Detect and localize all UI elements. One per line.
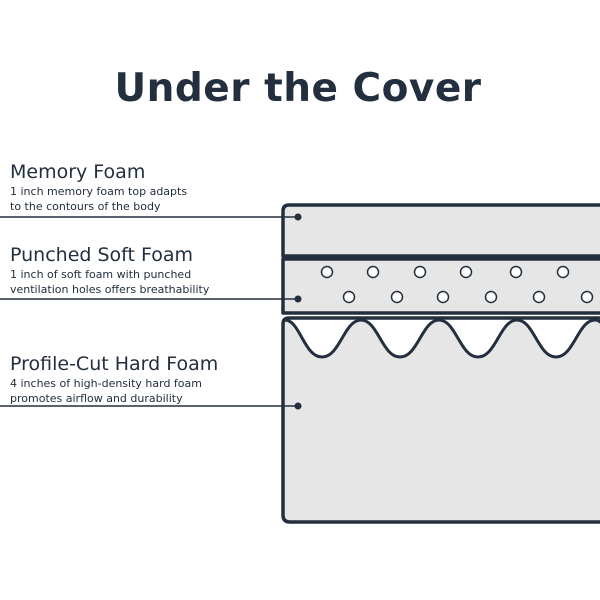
ventilation-holes bbox=[320, 265, 594, 304]
memory-foam-label: Memory Foam bbox=[10, 161, 146, 183]
ventilation-hole bbox=[390, 290, 404, 304]
ventilation-hole bbox=[459, 265, 473, 279]
ventilation-hole bbox=[556, 265, 570, 279]
ventilation-hole bbox=[366, 265, 380, 279]
memory-foam-layer bbox=[281, 203, 600, 258]
memory-foam-leader bbox=[0, 213, 302, 221]
profile-cut-hard-foam-description-line-2: promotes airflow and durability bbox=[10, 392, 183, 405]
ventilation-hole bbox=[484, 290, 498, 304]
punched-soft-foam-leader bbox=[0, 295, 302, 303]
punched-soft-foam-label: Punched Soft Foam bbox=[10, 244, 194, 266]
ventilation-hole bbox=[509, 265, 523, 279]
profile-cut-hard-foam-layer bbox=[281, 316, 600, 524]
ventilation-hole bbox=[532, 290, 546, 304]
ventilation-hole bbox=[580, 290, 594, 304]
ventilation-hole bbox=[436, 290, 450, 304]
punched-soft-foam-description-line-2: ventilation holes offers breathability bbox=[10, 283, 210, 296]
ventilation-hole bbox=[342, 290, 356, 304]
page-title: Under the Cover bbox=[114, 66, 482, 111]
profile-cut-hard-foam-description-line-1: 4 inches of high-density hard foam bbox=[10, 377, 202, 390]
memory-foam-description-line-2: to the contours of the body bbox=[10, 200, 161, 213]
ventilation-hole bbox=[320, 265, 334, 279]
profile-cut-hard-foam-leader bbox=[0, 402, 302, 410]
profile-cut-hard-foam-label: Profile-Cut Hard Foam bbox=[10, 353, 219, 375]
ventilation-hole bbox=[413, 265, 427, 279]
punched-soft-foam-description-line-1: 1 inch of soft foam with punched bbox=[10, 268, 192, 281]
memory-foam-description-line-1: 1 inch memory foam top adapts bbox=[10, 185, 188, 198]
profile-cut-wave bbox=[283, 318, 600, 359]
